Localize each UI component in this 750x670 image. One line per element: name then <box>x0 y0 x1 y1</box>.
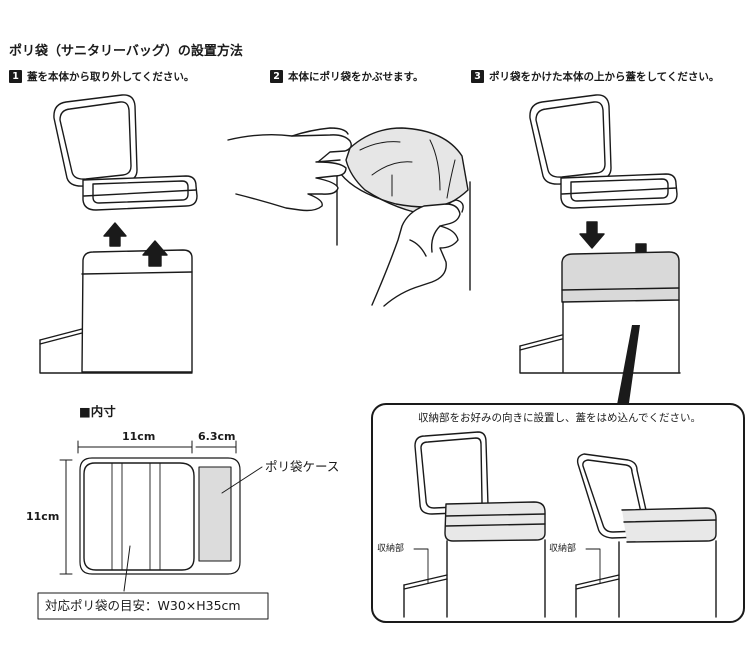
step1-lid <box>53 94 198 211</box>
bag-case <box>198 466 232 562</box>
detail-note: 収納部をお好みの向きに設置し、蓋をはめ込んでください。 <box>418 412 701 424</box>
detail-bin-right <box>575 453 717 618</box>
step2-body <box>336 167 471 291</box>
step-1-caption: 1 蓋を本体から取り外してください。 <box>9 69 194 84</box>
up-arrow-icon <box>142 240 168 267</box>
bag-size-label: 対応ポリ袋の目安：W30×H35cm <box>45 598 241 613</box>
hand-lower <box>371 199 464 307</box>
down-arrow-icon <box>579 221 605 249</box>
step3-body <box>519 251 681 374</box>
bag-size-box <box>37 592 269 620</box>
step-number-badge: 1 <box>9 70 22 83</box>
page-title: ポリ袋（サニタリーバッグ）の設置方法 <box>9 44 243 59</box>
step3-illustration <box>519 94 681 410</box>
step-text: 蓋を本体から取り外してください。 <box>27 71 195 83</box>
detail-box-frame <box>371 403 745 623</box>
plastic-bag <box>345 127 469 213</box>
step-2-caption: 2 本体にポリ袋をかぶせます。 <box>270 69 423 84</box>
hand-upper <box>227 127 352 212</box>
storage-label-right: 収納部 <box>549 544 577 554</box>
step-number-badge: 2 <box>270 70 283 83</box>
inner-size-heading: ■内寸 <box>79 404 116 419</box>
width-dimension-label: 11cm <box>122 430 156 443</box>
step-3-caption: 3 ポリ袋をかけた本体の上から蓋をしてください。 <box>471 69 719 84</box>
detail-bin-left <box>403 431 546 618</box>
inner-size-diagram <box>37 440 269 620</box>
up-arrow-icon <box>103 222 127 247</box>
step-number-badge: 3 <box>471 70 484 83</box>
storage-label-left: 収納部 <box>377 544 405 554</box>
case-width-dimension-label: 6.3cm <box>198 430 236 443</box>
step-text: ポリ袋をかけた本体の上から蓋をしてください。 <box>489 71 720 83</box>
depth-dimension-label: 11cm <box>26 510 60 523</box>
step2-illustration <box>227 127 471 307</box>
bag-case-label: ポリ袋ケース <box>265 459 340 474</box>
step-text: 本体にポリ袋をかぶせます。 <box>288 71 424 83</box>
step1-body <box>39 249 193 374</box>
step3-lid <box>529 94 678 209</box>
detail-pointer <box>616 325 640 410</box>
step1-illustration <box>39 94 198 374</box>
